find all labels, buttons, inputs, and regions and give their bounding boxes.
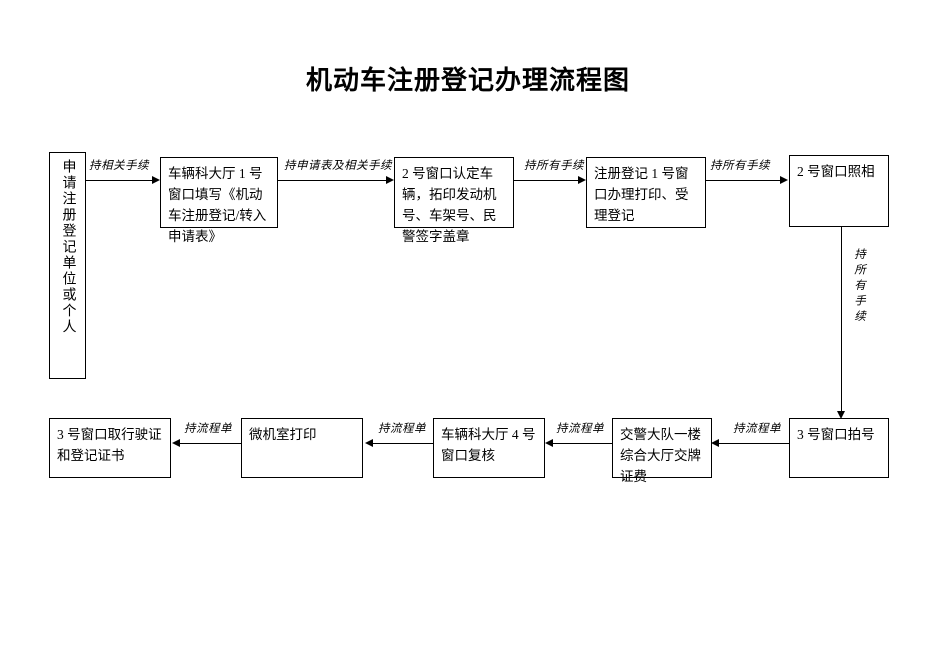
flow-node-window3-plate-number: 3 号窗口拍号 bbox=[789, 418, 889, 478]
edge-line-n2-n3 bbox=[278, 180, 386, 181]
flow-node-label: 微机室打印 bbox=[249, 427, 317, 442]
flow-node-label: 3 号窗口取行驶证和登记证书 bbox=[57, 427, 162, 463]
flow-node-label: 交警大队一楼综合大厅交牌证费 bbox=[620, 427, 701, 484]
edge-arrowhead-n6-n7 bbox=[711, 438, 719, 447]
edge-arrowhead-n7-n8 bbox=[545, 438, 553, 447]
edge-arrowhead-n1-n2 bbox=[152, 175, 160, 184]
edge-label-n4-n5: 持所有手续 bbox=[710, 160, 770, 172]
edge-line-n8-n9 bbox=[373, 443, 433, 444]
flow-node-window2-photo: 2 号窗口照相 bbox=[789, 155, 889, 227]
edge-line-n4-n5 bbox=[706, 180, 780, 181]
edge-label-n2-n3: 持申请表及相关手续 bbox=[284, 160, 392, 172]
flow-node-traffic-police-fee: 交警大队一楼综合大厅交牌证费 bbox=[612, 418, 712, 484]
edge-arrowhead-n4-n5 bbox=[780, 175, 788, 184]
edge-arrowhead-n8-n9 bbox=[365, 438, 373, 447]
edge-label-n6-n7: 持流程单 bbox=[733, 423, 781, 435]
edge-label-n1-n2: 持相关手续 bbox=[89, 160, 149, 172]
edge-label-n7-n8: 持流程单 bbox=[556, 423, 604, 435]
flow-node-label: 3 号窗口拍号 bbox=[797, 427, 875, 442]
edge-arrowhead-n3-n4 bbox=[578, 175, 586, 184]
edge-arrowhead-n9-n10 bbox=[172, 438, 180, 447]
edge-line-n6-n7 bbox=[719, 443, 789, 444]
flow-node-window4-review: 车辆科大厅 4 号窗口复核 bbox=[433, 418, 545, 478]
edge-line-n5-n6 bbox=[841, 227, 842, 411]
edge-line-n3-n4 bbox=[514, 180, 578, 181]
flow-node-registration-window1: 注册登记 1 号窗口办理打印、受理登记 bbox=[586, 157, 706, 228]
edge-label-n5-n6: 持所有手续 bbox=[853, 248, 865, 326]
flow-node-label: 车辆科大厅 4 号窗口复核 bbox=[441, 427, 536, 463]
flow-node-label: 2 号窗口认定车辆，拓印发动机号、车架号、民警签字盖章 bbox=[402, 166, 497, 244]
edge-label-n3-n4: 持所有手续 bbox=[524, 160, 584, 172]
edge-arrowhead-n5-n6 bbox=[836, 411, 845, 419]
flow-node-applicant: 申请注册登记单位或个人 bbox=[49, 152, 86, 379]
flow-node-label: 2 号窗口照相 bbox=[797, 164, 875, 179]
flow-node-computer-room-print: 微机室打印 bbox=[241, 418, 363, 478]
edge-line-n7-n8 bbox=[553, 443, 612, 444]
flow-node-window3-collect-license: 3 号窗口取行驶证和登记证书 bbox=[49, 418, 171, 478]
page-title: 机动车注册登记办理流程图 bbox=[305, 65, 630, 95]
edge-arrowhead-n2-n3 bbox=[386, 175, 394, 184]
flow-node-label: 车辆科大厅 1 号窗口填写《机动车注册登记/转入申请表》 bbox=[168, 166, 267, 244]
flow-node-label: 申请注册登记单位或个人 bbox=[60, 159, 76, 335]
edge-line-n9-n10 bbox=[180, 443, 241, 444]
flow-node-label: 注册登记 1 号窗口办理打印、受理登记 bbox=[594, 166, 689, 223]
edge-line-n1-n2 bbox=[86, 180, 152, 181]
edge-label-n9-n10: 持流程单 bbox=[184, 423, 232, 435]
edge-label-n8-n9: 持流程单 bbox=[378, 423, 426, 435]
flow-node-window1-form: 车辆科大厅 1 号窗口填写《机动车注册登记/转入申请表》 bbox=[160, 157, 278, 244]
flow-node-window2-verify: 2 号窗口认定车辆，拓印发动机号、车架号、民警签字盖章 bbox=[394, 157, 514, 244]
